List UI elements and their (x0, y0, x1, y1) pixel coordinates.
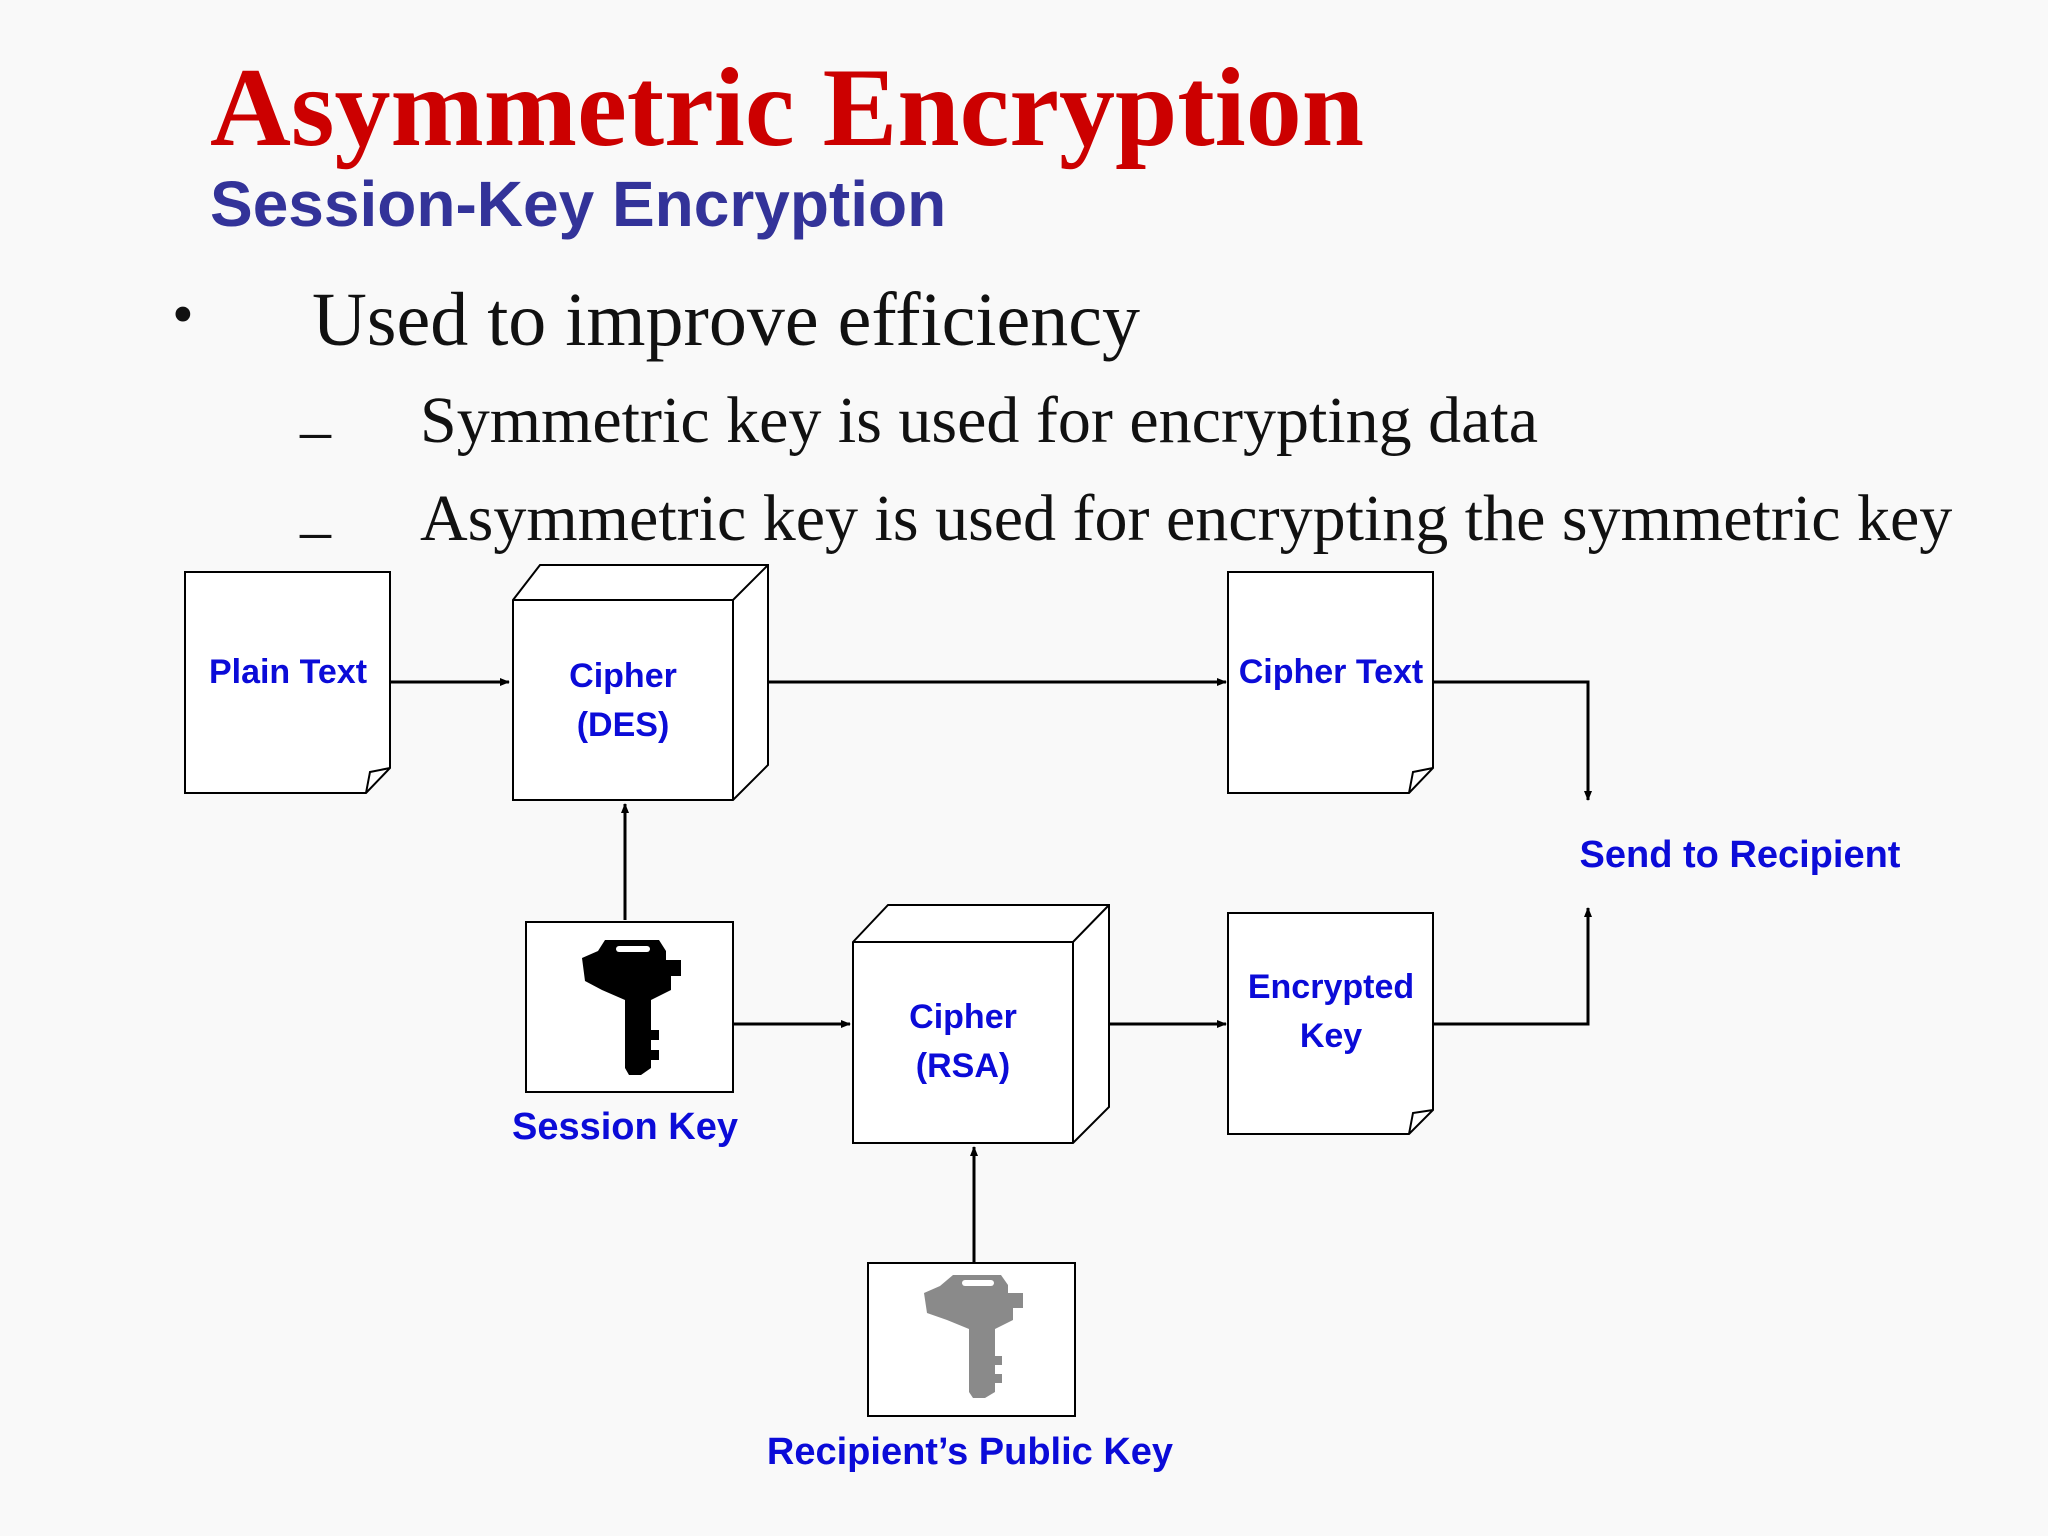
subpoint-asymmetric: Asymmetric key is used for encrypting th… (420, 482, 1953, 555)
encrypted-key-line2: Key (1299, 1017, 1363, 1056)
cipher-rsa-line2: (RSA) (915, 1047, 1011, 1086)
bullet-text: Used to improve efficiency (312, 278, 1140, 362)
cipher-text-label: Cipher Text (1238, 653, 1424, 691)
cipher-rsa-label: Cipher (RSA) (855, 993, 1071, 1092)
bullet-marker: • (172, 281, 194, 349)
cipher-des-label: Cipher (DES) (515, 652, 731, 751)
plain-text-label: Plain Text (208, 653, 368, 691)
encrypted-key-line1: Encrypted (1247, 968, 1415, 1006)
connectors (390, 678, 1592, 1263)
cipher-text-document (1227, 571, 1434, 794)
session-key-label: Session Key (512, 1106, 738, 1148)
key-icon (924, 1275, 1023, 1398)
encrypted-key-label: Encrypted Key (1230, 963, 1432, 1062)
slide-title: Asymmetric Encryption (210, 46, 1365, 170)
encrypted-key-document (1227, 912, 1434, 1135)
key-icon (582, 940, 681, 1075)
arrow-encryptedkey-to-recipient (1433, 907, 1592, 1026)
plain-text-document (184, 571, 391, 794)
recipient-public-key-label: Recipient’s Public Key (766, 1431, 1174, 1473)
subpoint-symmetric: Symmetric key is used for encrypting dat… (420, 384, 1539, 457)
arrow-ciphertext-to-recipient (1433, 680, 1592, 801)
cipher-rsa-box (852, 904, 1110, 1144)
cipher-des-line2: (DES) (576, 706, 670, 745)
send-to-recipient-label: Send to Recipient (1579, 834, 1901, 876)
cipher-des-box (512, 564, 769, 801)
subpoint-marker: – (300, 497, 331, 565)
slide-subtitle: Session-Key Encryption (210, 168, 947, 240)
cipher-rsa-line1: Cipher (909, 998, 1017, 1036)
cipher-des-line1: Cipher (569, 657, 677, 695)
subpoint-marker: – (300, 397, 331, 465)
